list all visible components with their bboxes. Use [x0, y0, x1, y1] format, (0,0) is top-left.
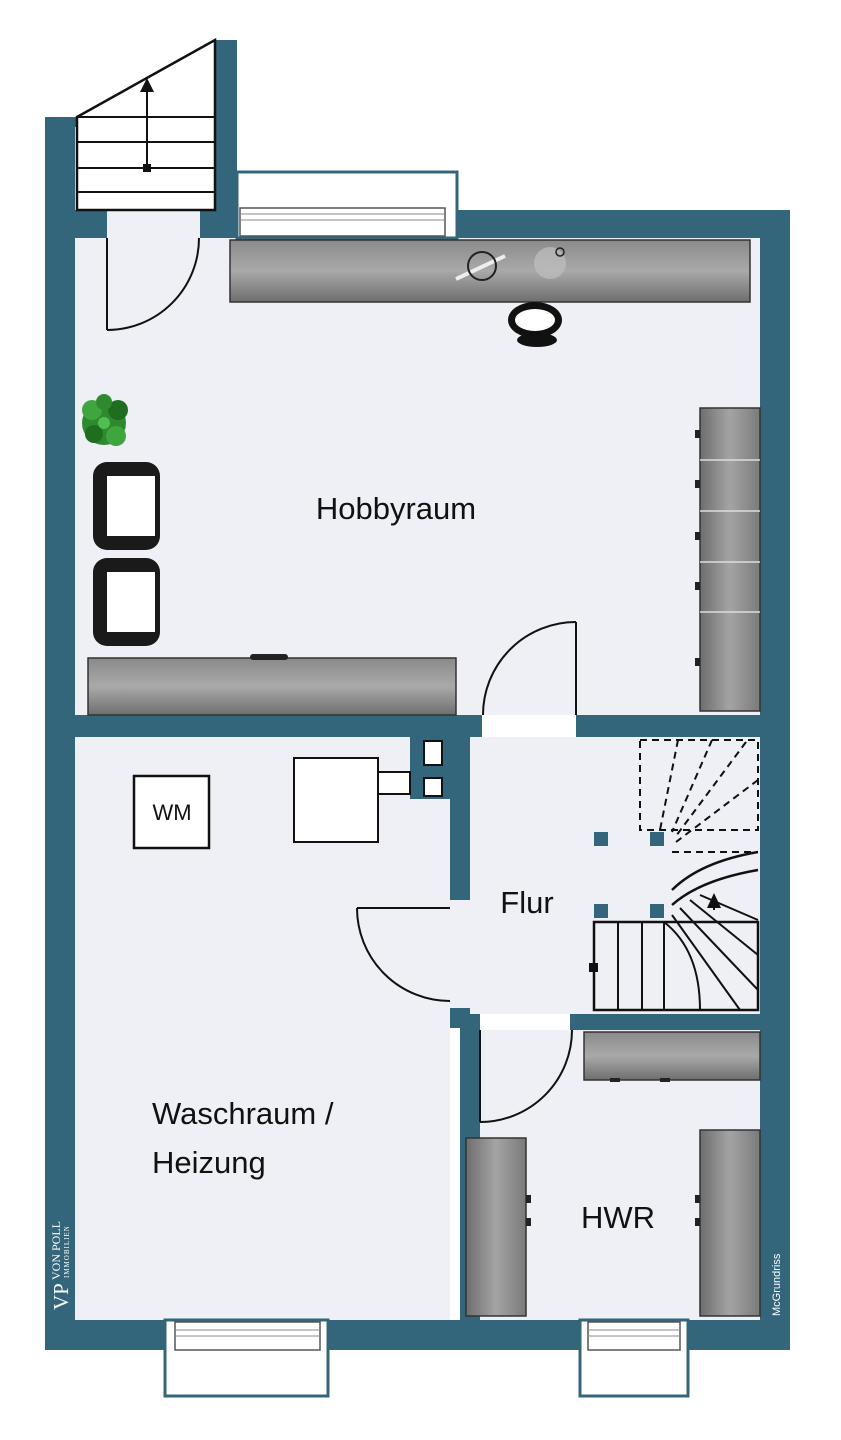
- room-label-flur: Flur: [500, 885, 553, 920]
- credit: McGrundriss: [771, 1253, 783, 1316]
- hwr-cabinet-right: [695, 1129, 761, 1317]
- stair-posts: [594, 832, 664, 918]
- desk: [229, 239, 751, 303]
- wardrobe: [695, 407, 761, 712]
- room-label-heizung: Heizung: [152, 1145, 266, 1180]
- sideboard: [87, 654, 457, 716]
- armchair-lower: [93, 558, 160, 646]
- logo-name: VON POLL: [49, 1221, 63, 1280]
- window-bottom-right: [578, 1318, 690, 1398]
- door-hwr: [479, 1029, 573, 1123]
- room-label-waschraum: Waschraum /: [152, 1096, 334, 1131]
- exterior-stairs: [75, 37, 217, 212]
- logo-vp: VP: [49, 1283, 73, 1310]
- room-label-hwr: HWR: [581, 1200, 655, 1235]
- desk-chair: [508, 302, 562, 347]
- door-exterior: [106, 237, 200, 331]
- armchair-upper: [93, 462, 160, 550]
- interior-stairs: [589, 739, 760, 1012]
- window-bottom-left: [163, 1318, 330, 1398]
- von-poll-logo: VP VON POLL IMMOBILIEN: [49, 1221, 73, 1310]
- hwr-cabinet-left: [465, 1137, 531, 1317]
- boiler: [293, 740, 443, 843]
- window-top: [235, 170, 459, 240]
- plant: [82, 394, 128, 446]
- credit-text: McGrundriss: [771, 1253, 783, 1316]
- washing-machine: [132, 774, 211, 850]
- washing-machine-label: WM: [152, 800, 191, 825]
- logo-sub: IMMOBILIEN: [63, 1225, 71, 1278]
- room-label-hobbyraum: Hobbyraum: [316, 491, 476, 526]
- door-hobby: [482, 621, 577, 716]
- door-wasch: [356, 907, 451, 1002]
- hwr-shelf-top: [583, 1031, 761, 1082]
